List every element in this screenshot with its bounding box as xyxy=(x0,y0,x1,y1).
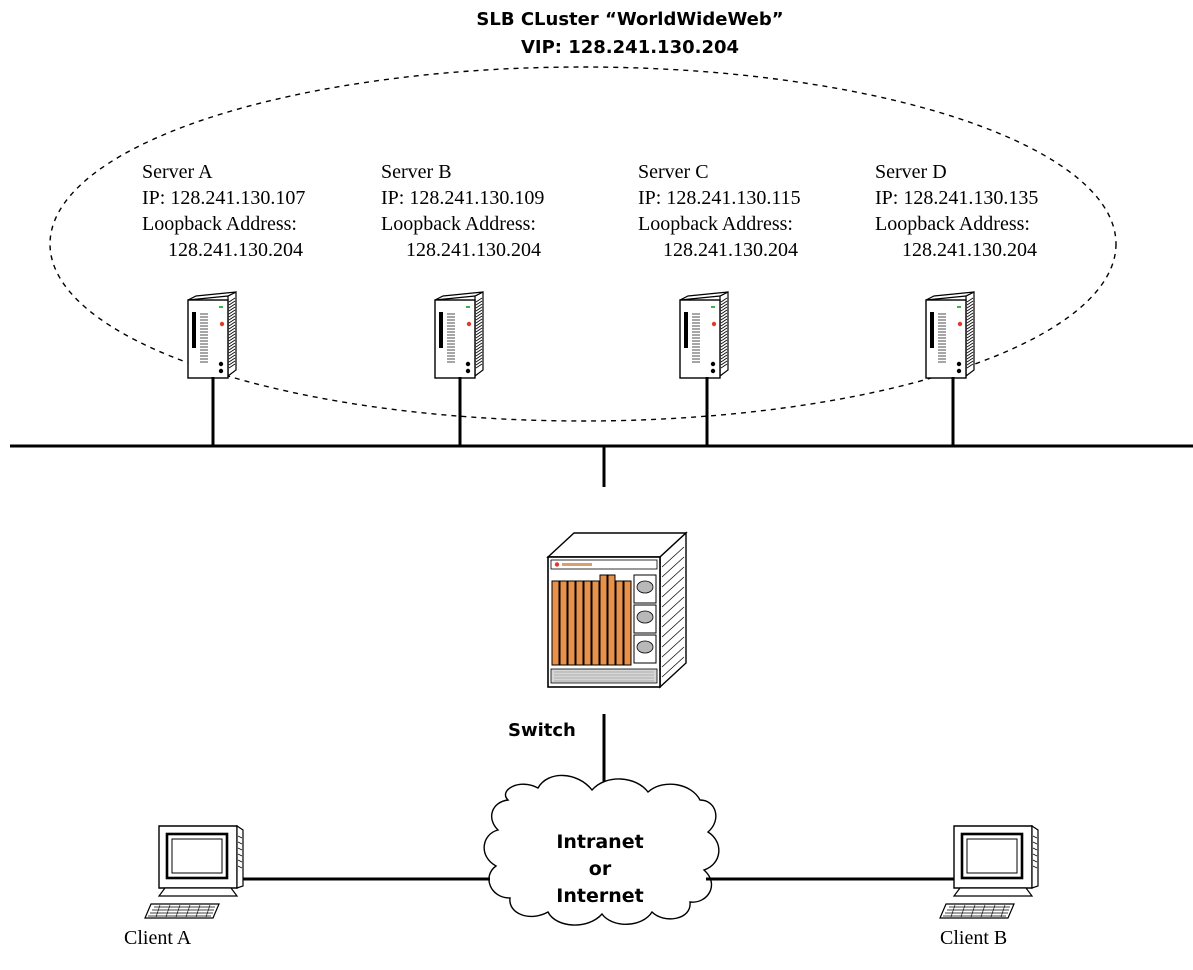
server-tower-icon xyxy=(434,291,484,379)
server-ip: IP: 128.241.130.109 xyxy=(381,187,544,209)
server-d-label: Server D IP: 128.241.130.135 Loopback Ad… xyxy=(875,161,1038,261)
server-ip: IP: 128.241.130.115 xyxy=(638,187,801,209)
server-name: Server D xyxy=(875,161,947,183)
server-connections xyxy=(211,377,955,446)
server-loopback: 128.241.130.204 xyxy=(168,239,303,261)
switch-label: Switch xyxy=(508,720,576,741)
chassis-switch-icon xyxy=(546,531,688,689)
server-loopback-label: Loopback Address: xyxy=(875,213,1030,235)
server-loopback-label: Loopback Address: xyxy=(638,213,793,235)
server-c-label: Server C IP: 128.241.130.115 Loopback Ad… xyxy=(638,161,801,261)
server-ip: IP: 128.241.130.135 xyxy=(875,187,1038,209)
cluster-vip: VIP: 128.241.130.204 xyxy=(521,37,739,58)
network-cloud-icon xyxy=(483,774,720,926)
cloud-label-line3: Internet xyxy=(556,885,643,907)
cluster-boundary xyxy=(49,66,1117,422)
desktop-computer-icon xyxy=(143,824,245,920)
server-loopback-label: Loopback Address: xyxy=(381,213,536,235)
server-loopback: 128.241.130.204 xyxy=(663,239,798,261)
client-b-label: Client B xyxy=(940,927,1007,949)
server-loopback: 128.241.130.204 xyxy=(406,239,541,261)
server-tower-icon xyxy=(925,291,975,379)
server-loopback-label: Loopback Address: xyxy=(142,213,297,235)
client-a-label: Client A xyxy=(124,927,192,949)
server-b-label: Server B IP: 128.241.130.109 Loopback Ad… xyxy=(381,161,544,261)
cluster-title: SLB CLuster “WorldWideWeb” xyxy=(476,9,783,30)
server-ip: IP: 128.241.130.107 xyxy=(142,187,305,209)
server-name: Server B xyxy=(381,161,452,183)
cloud-label-line2: or xyxy=(589,858,612,880)
server-a-label: Server A IP: 128.241.130.107 Loopback Ad… xyxy=(142,161,305,261)
server-name: Server A xyxy=(142,161,213,183)
desktop-computer-icon xyxy=(938,824,1040,920)
server-name: Server C xyxy=(638,161,709,183)
server-tower-icon xyxy=(679,291,729,379)
server-tower-icon xyxy=(187,291,237,379)
cloud-label-line1: Intranet xyxy=(556,831,643,853)
server-loopback: 128.241.130.204 xyxy=(902,239,1037,261)
